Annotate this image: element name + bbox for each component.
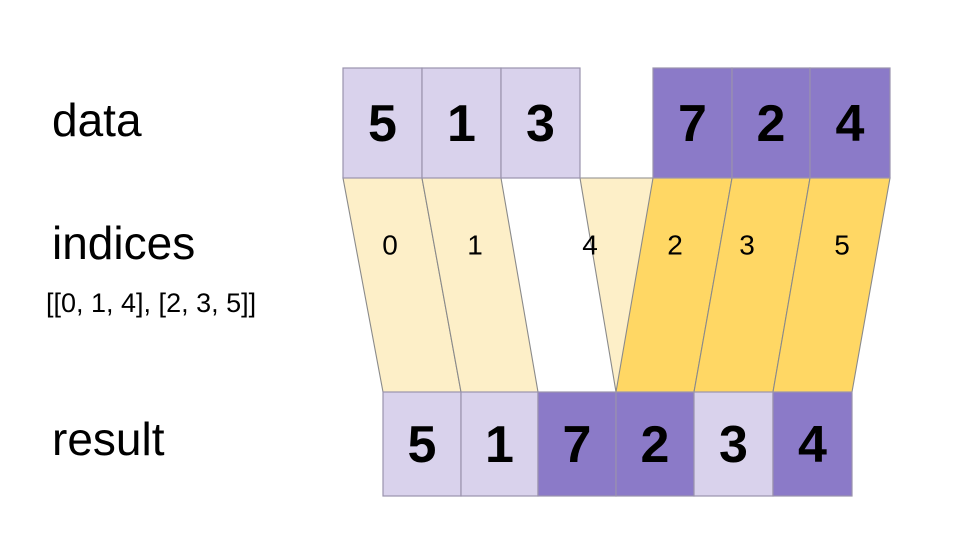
row-label-result: result xyxy=(52,413,165,465)
indices-value-1: 1 xyxy=(467,230,483,261)
data-cell-1-0 xyxy=(652,67,733,179)
result-cell-4 xyxy=(693,391,774,497)
data-cell-0-0 xyxy=(342,67,423,179)
result-cell-1 xyxy=(460,391,539,497)
data-cell-value-0-0: 5 xyxy=(368,95,397,153)
data-cell-1-2 xyxy=(809,67,891,179)
result-cell-value-4: 3 xyxy=(719,416,748,474)
result-cell-0 xyxy=(382,391,462,497)
indices-value-3: 3 xyxy=(739,230,755,261)
data-cell-value-1-1: 2 xyxy=(757,95,786,153)
result-cell-value-3: 2 xyxy=(641,416,670,474)
data-cell-value-0-1: 1 xyxy=(447,95,476,153)
data-cell-0-2 xyxy=(500,67,581,179)
data-cell-value-0-2: 3 xyxy=(526,95,555,153)
indices-value-0: 0 xyxy=(382,230,398,261)
indices-expression: [[0, 1, 4], [2, 3, 5]] xyxy=(46,288,256,318)
result-cell-value-2: 7 xyxy=(563,416,592,474)
indices-label-layer: 0 1 4 2 3 5 xyxy=(382,230,850,261)
result-cell-value-5: 4 xyxy=(798,416,827,474)
indices-value-4: 4 xyxy=(582,230,598,261)
result-cell-3 xyxy=(615,391,695,497)
result-cell-5 xyxy=(772,391,853,497)
result-cell-2 xyxy=(537,391,617,497)
row-label-data: data xyxy=(52,94,142,146)
indices-value-2: 2 xyxy=(667,230,683,261)
row-label-indices: indices xyxy=(52,217,195,269)
result-cell-value-1: 1 xyxy=(485,416,514,474)
data-cell-value-1-0: 7 xyxy=(678,95,707,153)
data-cell-0-1 xyxy=(421,67,502,179)
result-cell-value-0: 5 xyxy=(408,416,437,474)
indices-value-5: 5 xyxy=(834,230,850,261)
ribbon-layer xyxy=(342,177,891,393)
data-cell-value-1-2: 4 xyxy=(836,95,865,153)
